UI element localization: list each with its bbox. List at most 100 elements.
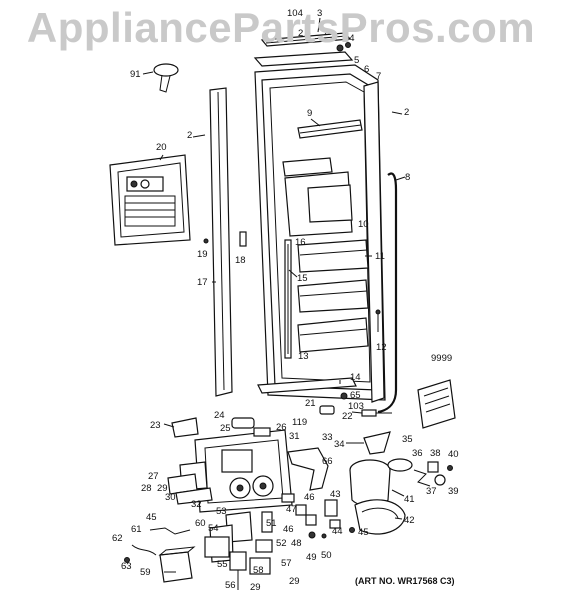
hinge-pin (203, 231, 247, 247)
callout-66: 66 (322, 456, 333, 467)
callout-19: 19 (197, 249, 208, 260)
ice-funnel (363, 431, 391, 455)
callout-61: 61 (131, 524, 142, 535)
callout-46-b: 46 (283, 524, 294, 535)
callout-47: 47 (286, 504, 297, 515)
callout-2-b: 2 (324, 27, 329, 38)
switch-bracket (249, 511, 273, 575)
art-number: (ART NO. WR17568 C3) (355, 576, 455, 586)
callout-27: 27 (148, 471, 159, 482)
callout-20: 20 (156, 142, 167, 153)
callout-2-c: 2 (404, 107, 409, 118)
callout-41: 41 (404, 494, 415, 505)
callout-63: 63 (121, 561, 132, 572)
door-bin-middle (297, 279, 369, 313)
callout-38: 38 (430, 448, 441, 459)
motor-small-parts (413, 461, 453, 487)
callout-12: 12 (376, 342, 387, 353)
callout-17: 17 (197, 277, 208, 288)
callout-14: 14 (350, 372, 361, 383)
callout-42: 42 (404, 515, 415, 526)
callout-49: 49 (306, 552, 317, 563)
callout-3: 3 (317, 8, 322, 19)
literature-card (417, 379, 456, 429)
shelf-support-rail (284, 239, 292, 359)
callout-16: 16 (295, 237, 306, 248)
callout-7: 7 (376, 71, 381, 82)
callout-35: 35 (402, 434, 413, 445)
callout-2-a: 2 (298, 28, 303, 39)
callout-58: 58 (253, 565, 264, 576)
callout-43: 43 (330, 489, 341, 500)
callout-33: 33 (322, 432, 333, 443)
callout-29-b: 29 (250, 582, 261, 593)
callout-37: 37 (426, 486, 437, 497)
callout-29-a: 29 (157, 483, 168, 494)
dispenser-recess (282, 157, 353, 237)
callout-62: 62 (112, 533, 123, 544)
callout-31: 31 (289, 431, 300, 442)
callout-9999: 9999 (431, 353, 452, 364)
callout-52: 52 (276, 538, 287, 549)
door-bin-upper (297, 239, 369, 273)
callout-50: 50 (321, 550, 332, 561)
callout-11: 11 (375, 251, 385, 262)
callout-60: 60 (195, 518, 206, 529)
callout-29-c: 29 (289, 576, 300, 587)
actuator-parts (281, 493, 327, 539)
solenoid (204, 536, 247, 590)
callout-103: 103 (348, 401, 364, 412)
callout-36: 36 (412, 448, 423, 459)
callout-55: 55 (217, 559, 228, 570)
callout-26: 26 (276, 422, 287, 433)
callout-40: 40 (448, 449, 459, 460)
callout-44: 44 (332, 526, 343, 537)
callout-45-b: 45 (358, 527, 369, 538)
spring-and-wire (124, 527, 191, 563)
callout-5: 5 (354, 55, 359, 66)
callout-48: 48 (291, 538, 302, 549)
callout-25: 25 (220, 423, 231, 434)
callout-8: 8 (405, 172, 410, 183)
callout-39: 39 (448, 486, 459, 497)
switch-parts (171, 417, 271, 438)
callout-10: 10 (358, 219, 369, 230)
leader-lines (142, 17, 406, 573)
callout-104: 104 (287, 8, 303, 19)
water-tube (377, 172, 398, 414)
callout-45-a: 45 (146, 512, 157, 523)
callout-119: 119 (292, 417, 307, 428)
callout-labels: 104 3 2 2 54 5 6 7 91 2 2 9 20 8 10 16 1… (112, 8, 459, 593)
callout-32: 32 (191, 499, 202, 510)
top-trim-strip (260, 32, 352, 47)
callout-6: 6 (364, 64, 369, 75)
callout-54-a: 54 (344, 33, 355, 44)
callout-54-b: 54 (208, 523, 219, 534)
bracket-parts (324, 499, 355, 533)
door-bin-lower (297, 317, 369, 353)
callout-9: 9 (307, 108, 312, 119)
callout-56: 56 (225, 580, 236, 591)
callout-34: 34 (334, 439, 345, 450)
callout-57: 57 (281, 558, 292, 569)
bottom-trim (257, 377, 357, 394)
callout-15: 15 (297, 273, 308, 284)
callout-51: 51 (266, 518, 277, 529)
drip-tray (167, 473, 213, 505)
plug-button (153, 63, 179, 93)
pin (375, 309, 381, 332)
callout-65: 65 (350, 390, 361, 401)
callout-91: 91 (130, 69, 141, 80)
dispenser-housing (179, 429, 293, 513)
callout-24: 24 (214, 410, 225, 421)
callout-13: 13 (298, 351, 309, 362)
callout-46-a: 46 (304, 492, 315, 503)
dispenser-lever (287, 447, 329, 491)
door-shelf-top (297, 119, 363, 139)
callout-23: 23 (150, 420, 161, 431)
hinge-cover (253, 42, 354, 67)
callout-53: 53 (216, 506, 227, 517)
callout-21: 21 (305, 398, 316, 409)
callout-28: 28 (141, 483, 152, 494)
